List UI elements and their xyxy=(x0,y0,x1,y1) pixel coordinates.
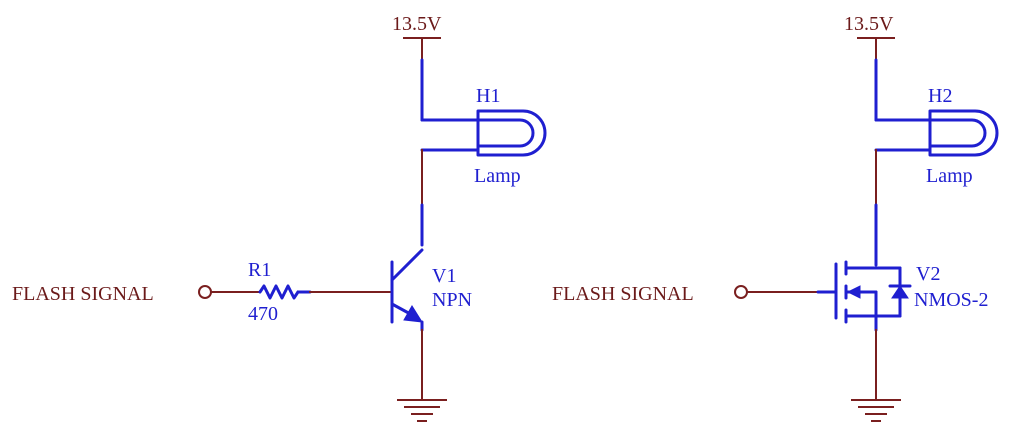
right-lamp-value: Lamp xyxy=(926,165,973,187)
left-input-terminal xyxy=(198,285,212,299)
left-circuit: 13.5V H1 Lamp FLASH SIGNAL R1 470 xyxy=(12,13,547,422)
left-supply-label: 13.5V xyxy=(392,13,442,35)
right-transistor-designator: V2 xyxy=(916,263,940,285)
resistor-icon xyxy=(258,284,300,300)
right-transistor-type: NMOS-2 xyxy=(914,289,988,311)
npn-transistor-icon xyxy=(390,248,424,324)
left-input-label: FLASH SIGNAL xyxy=(12,283,154,305)
right-input-terminal xyxy=(734,285,748,299)
right-circuit: 13.5V H2 Lamp FLASH SIGNAL xyxy=(552,13,999,422)
ground-icon xyxy=(397,399,447,422)
right-supply-label: 13.5V xyxy=(844,13,894,35)
left-transistor-type: NPN xyxy=(432,289,472,311)
right-input-label: FLASH SIGNAL xyxy=(552,283,694,305)
left-transistor-designator: V1 xyxy=(432,265,456,287)
left-lamp-value: Lamp xyxy=(474,165,521,187)
lamp-icon xyxy=(928,109,999,157)
left-lamp-designator: H1 xyxy=(476,85,500,107)
right-lamp-designator: H2 xyxy=(928,85,952,107)
lamp-icon xyxy=(476,109,547,157)
left-resistor-designator: R1 xyxy=(248,259,271,281)
ground-icon xyxy=(851,399,901,422)
nmos-transistor-icon xyxy=(816,260,912,324)
left-resistor-value: 470 xyxy=(248,303,278,325)
